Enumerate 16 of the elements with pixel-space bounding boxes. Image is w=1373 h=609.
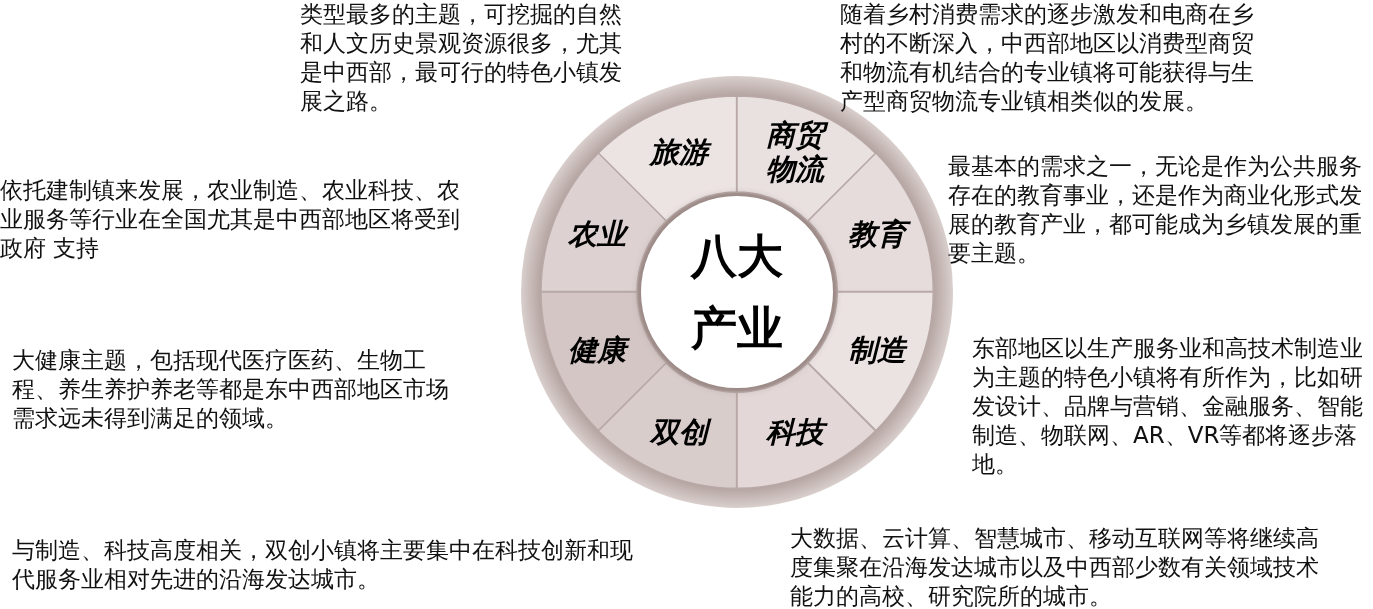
description-text: 类型最多的主题，可挖掘的自然和人文历史景观资源很多，尤其是中西部，最可行的特色小镇发展之路。 [300, 0, 623, 116]
segment-label: 教育 [845, 216, 910, 251]
description-text: 随着乡村消费需求的逐步激发和电商在乡村的不断深入，中西部地区以消费型商贸和物流有机结合的专业镇将可能获得与生产型商贸物流专业镇相类似的发展。 [840, 0, 1255, 116]
description-text: 大健康主题，包括现代医疗医药、生物工程、养生养护养老等都是东中西部地区市场需求远未得到满足的领域。 [12, 346, 450, 433]
segment-label: 农业 [564, 216, 629, 251]
description-text: 与制造、科技高度相关，双创小镇将主要集中在科技创新和现代服务业相对先进的沿海发达城市。 [12, 536, 634, 594]
description-text: 依托建制镇来发展，农业制造、农业科技、农业服务等行业在全国尤其是中西部地区将受到政府 支持 [0, 176, 461, 263]
segment-label: 健康 [564, 333, 629, 368]
segment-label: 商贸物流 [763, 117, 828, 186]
description-text: 大数据、云计算、智慧城市、移动互联网等将继续高度集聚在沿海发达城市以及中西部少数有关领域技术能力的高校、研究院所的城市。 [790, 524, 1320, 609]
segment-label: 科技 [763, 415, 828, 450]
description-text: 最基本的需求之一，无论是作为公共服务存在的教育事业，还是作为商业化形式发展的教育产业，都可能成为乡镇发展的重要主题。 [948, 152, 1363, 268]
segment-label: 旅游 [646, 134, 711, 169]
segment-label: 制造 [847, 333, 909, 368]
description-text: 东部地区以生产服务业和高技术制造业为主题的特色小镇将有所作为，比如研发设计、品牌与营销、金融服务、智能制造、物联网、AR、VR等都将逐步落地。 [972, 334, 1364, 479]
segment-label: 双创 [646, 415, 711, 450]
